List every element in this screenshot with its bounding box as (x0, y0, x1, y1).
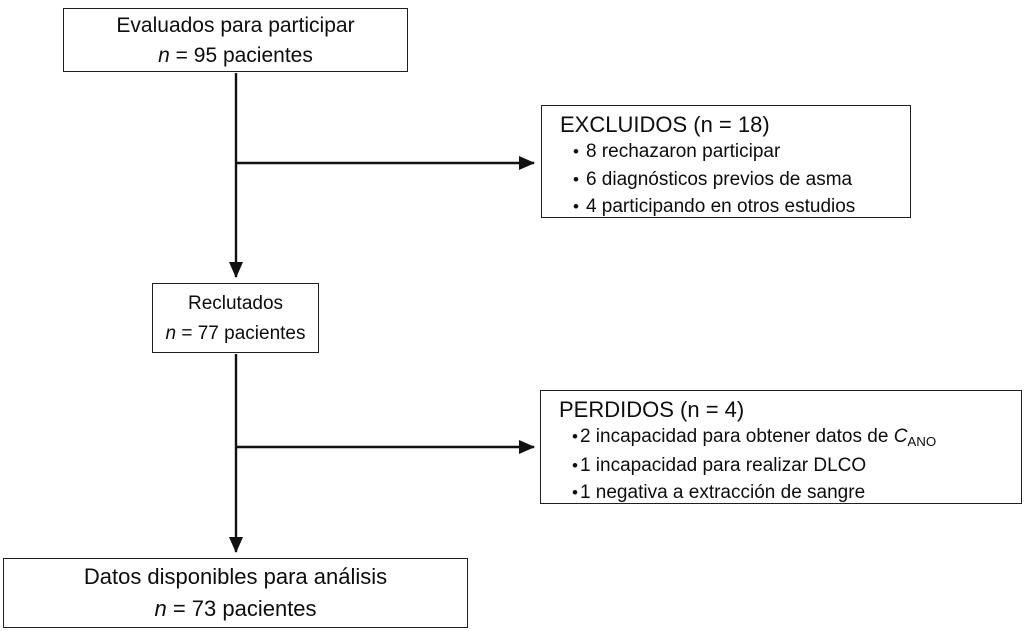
bullet-icon: • (572, 483, 578, 502)
bullet-icon: • (572, 455, 578, 475)
evaluated-count: n = 95 pacientes (64, 41, 407, 71)
lost-title: PERDIDOS (n = 4) (559, 397, 745, 422)
excluded-title: EXCLUIDOS (n = 18) (560, 112, 770, 137)
bullet-icon: • (573, 142, 579, 161)
cano-subscript: ANO (907, 433, 937, 449)
bullet-icon: • (573, 169, 579, 189)
excluded-item-text: 6 diagnósticos previos de asma (585, 168, 853, 190)
lost-item-text: 1 incapacidad para realizar DLCO (579, 454, 867, 476)
excluded-item-text: 4 participando en otros estudios (585, 196, 856, 217)
n-symbol: n (165, 323, 177, 344)
excluded-item-text: 8 rechazaron participar (585, 141, 781, 162)
recruited-label: Reclutados (187, 293, 284, 314)
flow-box-recruited: Reclutados n = 77 pacientes (152, 283, 319, 353)
excluded-item: • 6 diagnósticos previos de asma (560, 166, 904, 194)
recruited-count-text: = 77 pacientes (176, 323, 306, 344)
evaluated-label: Evaluados para participar (116, 14, 355, 37)
lost-item: •1 incapacidad para realizar DLCO (559, 452, 1017, 480)
lost-item-text: 2 incapacidad para obtener datos de (579, 426, 894, 447)
n-symbol: n (158, 44, 170, 67)
analysis-label: Datos disponibles para análisis (83, 564, 388, 589)
evaluated-count-text: = 95 pacientes (169, 44, 313, 67)
lost-item: •2 incapacidad para obtener datos de CAN… (559, 423, 1017, 452)
flow-box-excluded: EXCLUIDOS (n = 18) • 8 rechazaron partici… (541, 105, 911, 218)
flow-box-evaluated: Evaluados para participar n = 95 pacient… (63, 8, 408, 72)
cano-symbol: C (893, 426, 908, 447)
n-symbol: n (154, 596, 167, 621)
recruited-count: n = 77 pacientes (153, 319, 318, 349)
bullet-icon: • (572, 427, 578, 446)
bullet-icon: • (573, 197, 579, 216)
excluded-item: • 4 participando en otros estudios (560, 193, 904, 221)
analysis-count: n = 73 pacientes (4, 593, 467, 625)
flow-box-lost: PERDIDOS (n = 4) •2 incapacidad para obt… (540, 390, 1022, 504)
analysis-count-text: = 73 pacientes (166, 596, 317, 621)
flow-box-analysis: Datos disponibles para análisis n = 73 p… (3, 558, 468, 628)
lost-item-text: 1 negativa a extracción de sangre (579, 482, 866, 503)
lost-item: •1 negativa a extracción de sangre (559, 479, 1017, 507)
arrow-recruited-to-analysis (236, 354, 552, 552)
excluded-item: • 8 rechazaron participar (560, 138, 904, 166)
